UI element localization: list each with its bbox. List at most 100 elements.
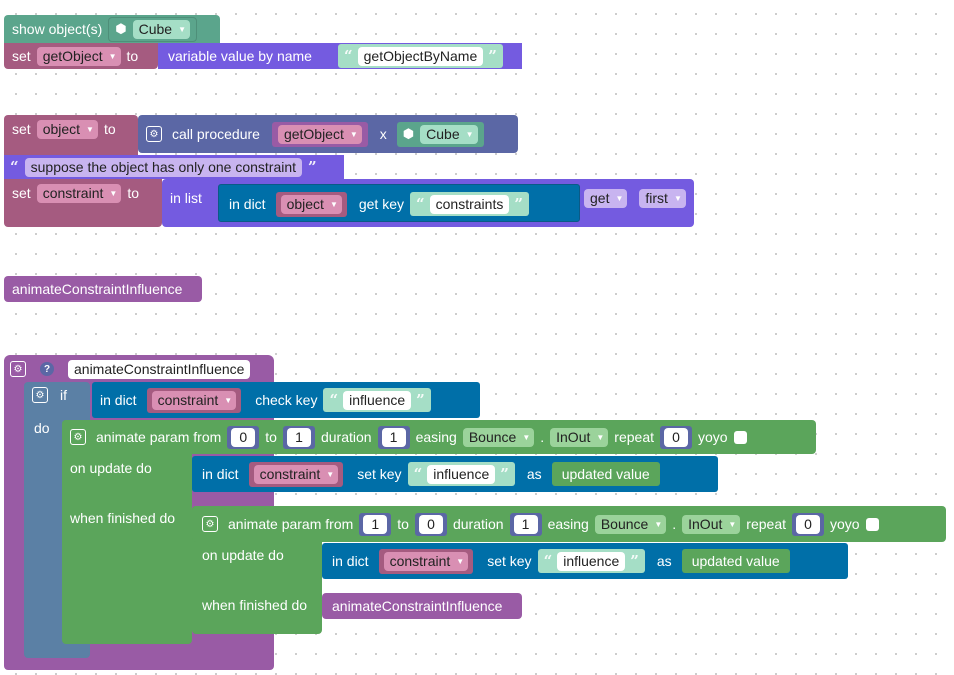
set-key-block-1[interactable]: in dict constraint▼ set key “ influence … <box>192 456 718 492</box>
object-socket[interactable]: object▼ <box>275 191 347 217</box>
gear-icon[interactable]: ⚙ <box>146 126 162 142</box>
from-socket[interactable]: 1 <box>359 512 392 536</box>
do-label-wrap: do <box>34 420 50 436</box>
influence-string-block[interactable]: “ influence ” <box>323 388 431 412</box>
object-var-dropdown[interactable]: object▼ <box>36 119 98 139</box>
cube-selector[interactable]: ⬢ Cube▼ <box>108 16 198 42</box>
inout-value: InOut <box>688 516 723 532</box>
influence-string-block[interactable]: “ influence ” <box>407 462 515 486</box>
in-dict-label: in dict <box>229 196 266 212</box>
set-object-block[interactable]: set object▼ to <box>4 115 138 155</box>
to-value[interactable]: 1 <box>286 427 311 447</box>
chevron-down-icon: ▼ <box>728 519 737 529</box>
from-value[interactable]: 0 <box>231 427 256 447</box>
get-dropdown[interactable]: get▼ <box>584 188 628 208</box>
repeat-label: repeat <box>614 429 654 445</box>
constraints-string-block[interactable]: “ constraints ” <box>410 192 529 216</box>
duration-socket[interactable]: 1 <box>509 512 542 536</box>
first-dropdown-value: first <box>645 190 668 206</box>
to-value[interactable]: 0 <box>418 514 443 534</box>
check-key-block[interactable]: in dict constraint▼ check key “ influenc… <box>92 382 480 418</box>
getobjectbyname-string-block[interactable]: “ getObjectByName ” <box>338 44 503 68</box>
constraint-dropdown-value: constraint <box>389 553 451 569</box>
animate-param-header-2[interactable]: ⚙ animate param from 1 to 0 duration 1 e… <box>192 506 946 542</box>
chevron-down-icon: ▼ <box>224 395 233 405</box>
set-key-label: set key <box>487 553 532 569</box>
finish-call-block[interactable]: animateConstraintInfluence <box>322 593 522 619</box>
show-objects-block[interactable]: show object(s) ⬢ Cube▼ <box>4 15 220 43</box>
influence-string[interactable]: influence <box>427 464 496 484</box>
repeat-socket[interactable]: 0 <box>792 512 824 536</box>
object-dropdown[interactable]: object▼ <box>280 194 342 214</box>
animate-param-block-1[interactable] <box>62 420 192 644</box>
repeat-socket[interactable]: 0 <box>660 425 692 449</box>
repeat-value[interactable]: 0 <box>664 427 688 447</box>
cube-arg-block[interactable]: ⬢ Cube▼ <box>396 121 484 147</box>
cube-arg-dropdown[interactable]: Cube▼ <box>420 124 478 144</box>
constraint-socket[interactable]: constraint▼ <box>378 548 474 574</box>
when-finished-label: when finished do <box>70 510 176 526</box>
open-quote-icon: “ <box>329 391 339 409</box>
inout-dropdown[interactable]: InOut ▼ <box>682 514 741 534</box>
animate-param-header-1[interactable]: ⚙ animate param from 0 to 1 duration 1 e… <box>62 420 816 454</box>
call-procedure-block[interactable]: ⚙ call procedure getObject▼ x ⬢ Cube▼ <box>138 115 518 153</box>
duration-value[interactable]: 1 <box>513 514 538 534</box>
gear-icon[interactable]: ⚙ <box>32 387 48 403</box>
close-quote-icon: ” <box>500 465 509 483</box>
influence-string[interactable]: influence <box>343 390 412 410</box>
comment-block[interactable]: “ suppose the object has only one constr… <box>4 155 344 179</box>
as-label: as <box>656 553 672 569</box>
yoyo-checkbox[interactable] <box>733 430 747 444</box>
from-socket[interactable]: 0 <box>227 425 260 449</box>
gear-icon[interactable]: ⚙ <box>202 516 218 532</box>
constraint-dropdown[interactable]: constraint▼ <box>151 390 237 410</box>
easing-dropdown[interactable]: Bounce▼ <box>594 514 667 534</box>
to-socket[interactable]: 1 <box>282 425 315 449</box>
call-animate-constraint-block[interactable]: animateConstraintInfluence <box>4 276 202 302</box>
procedure-name-field[interactable]: animateConstraintInfluence <box>68 359 251 379</box>
inout-dropdown[interactable]: InOut▼ <box>550 427 609 447</box>
in-dict-get-block[interactable]: in dict object▼ get key “ constraints ” <box>218 184 580 222</box>
duration-value[interactable]: 1 <box>381 427 406 447</box>
call-procedure-label: call procedure <box>172 126 260 142</box>
yoyo-checkbox[interactable] <box>865 517 879 531</box>
set-constraint-block[interactable]: set constraint▼ to <box>4 179 162 227</box>
in-list-block[interactable]: in list in dict object▼ get key “ constr… <box>162 179 694 227</box>
chevron-down-icon: ▼ <box>109 188 118 198</box>
inout-value: InOut <box>556 429 591 445</box>
gear-icon[interactable]: ⚙ <box>70 429 86 445</box>
set-getobject-block[interactable]: set getObject▼ to <box>4 43 158 69</box>
getobject-var-dropdown[interactable]: getObject▼ <box>36 46 121 66</box>
x-label: x <box>379 126 387 142</box>
help-icon[interactable]: ? <box>40 362 54 376</box>
duration-socket[interactable]: 1 <box>377 425 410 449</box>
constraint-dropdown[interactable]: constraint▼ <box>383 551 469 571</box>
do-label: do <box>34 420 50 436</box>
set-key-block-2[interactable]: in dict constraint▼ set key “ influence … <box>322 543 848 579</box>
repeat-value[interactable]: 0 <box>796 514 820 534</box>
cube-dropdown[interactable]: Cube▼ <box>132 19 191 39</box>
influence-string[interactable]: influence <box>557 551 626 571</box>
gear-icon[interactable]: ⚙ <box>10 361 26 377</box>
constraints-string[interactable]: constraints <box>429 194 510 214</box>
updated-value-block[interactable]: updated value <box>681 549 790 573</box>
getobjectbyname-string[interactable]: getObjectByName <box>357 46 484 66</box>
constraint-socket[interactable]: constraint▼ <box>248 461 344 487</box>
influence-string-block[interactable]: “ influence ” <box>537 549 645 573</box>
constraint-var-dropdown[interactable]: constraint▼ <box>36 183 122 203</box>
updated-value-block[interactable]: updated value <box>551 462 660 486</box>
constraint-dropdown[interactable]: constraint▼ <box>253 464 339 484</box>
first-dropdown[interactable]: first▼ <box>639 188 686 208</box>
constraint-socket[interactable]: constraint▼ <box>146 387 242 413</box>
to-socket[interactable]: 0 <box>414 512 447 536</box>
variable-value-by-name-block[interactable]: variable value by name “ getObjectByName… <box>158 43 522 69</box>
close-quote-icon: ” <box>416 391 425 409</box>
to-label: to <box>103 121 116 137</box>
proc-name-socket[interactable]: getObject▼ <box>271 121 368 147</box>
proc-name-dropdown[interactable]: getObject▼ <box>277 124 362 144</box>
animate-param-label: animate param from <box>96 429 222 445</box>
easing-dropdown[interactable]: Bounce▼ <box>462 427 535 447</box>
from-value[interactable]: 1 <box>363 514 388 534</box>
comment-text[interactable]: suppose the object has only one constrai… <box>24 157 303 177</box>
easing-value: Bounce <box>600 516 649 532</box>
